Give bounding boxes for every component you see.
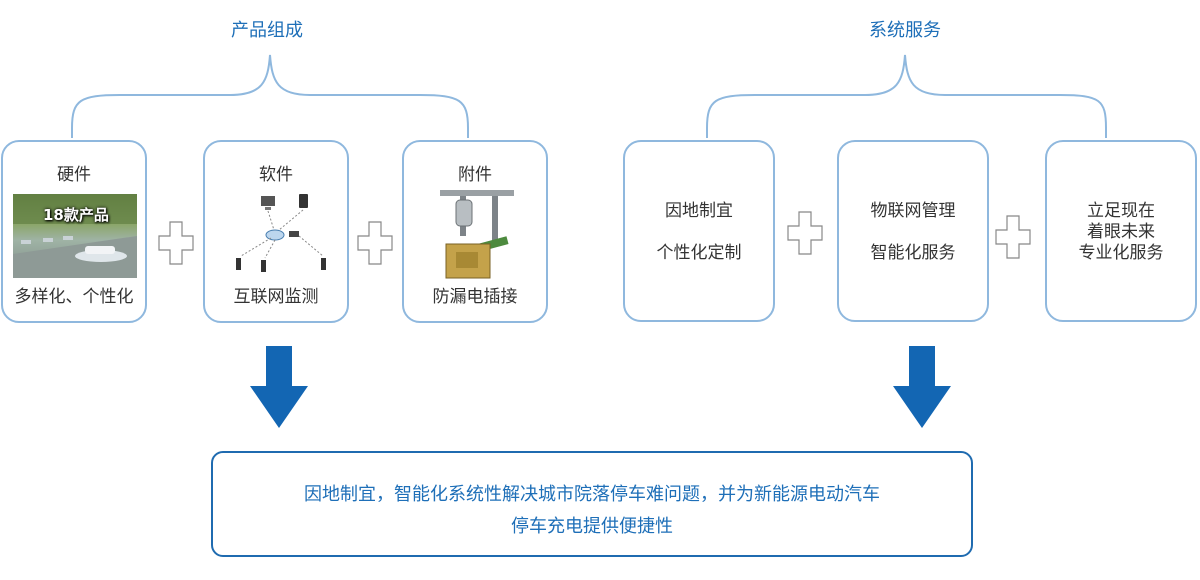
service-line: 着眼未来 [1087,222,1155,242]
connector-device-icon [440,190,514,279]
conclusion-line-1: 因地制宜，智能化系统性解决城市院落停车难问题，并为新能源电动汽车 [304,484,880,505]
down-arrow-icon [250,346,308,428]
hardware-feature: 多样化、个性化 [14,287,134,307]
plus-icon [787,211,823,255]
hardware-photo: 18款产品 [13,194,137,278]
hardware-box: 硬件 18款产品 多样化、个性化 [1,140,147,323]
conclusion-line-2: 停车充电提供便捷性 [511,516,673,537]
accessory-feature: 防漏电插接 [432,287,518,307]
service-line: 智能化服务 [870,243,956,263]
down-arrow-icon [893,346,951,428]
group-braces [71,54,1107,138]
hardware-product-count: 18款产品 [43,206,109,224]
network-diagram-icon [236,194,326,272]
service-group-title: 系统服务 [869,20,941,41]
service-line: 因地制宜 [665,201,733,221]
software-feature: 互联网监测 [233,287,319,307]
service-box-future: 立足现在 着眼未来 专业化服务 [1045,140,1197,322]
plus-icon [357,221,393,265]
hardware-heading: 硬件 [57,165,91,185]
software-box: 软件 互联网监测 [203,140,349,323]
service-box-iot: 物联网管理 智能化服务 [837,140,989,322]
accessory-box: 附件 防漏电插接 [402,140,548,323]
accessory-heading: 附件 [458,165,492,185]
service-line: 个性化定制 [656,243,742,263]
service-line: 专业化服务 [1078,243,1164,263]
service-brace [706,54,1107,138]
service-line: 物联网管理 [870,201,956,221]
service-line: 立足现在 [1087,201,1155,221]
product-brace [71,54,469,138]
product-group-title: 产品组成 [231,20,303,41]
service-box-local: 因地制宜 个性化定制 [623,140,775,322]
software-heading: 软件 [259,165,293,185]
conclusion-box: 因地制宜，智能化系统性解决城市院落停车难问题，并为新能源电动汽车 停车充电提供便… [211,451,973,557]
plus-icon [158,221,194,265]
plus-icon [995,215,1031,259]
